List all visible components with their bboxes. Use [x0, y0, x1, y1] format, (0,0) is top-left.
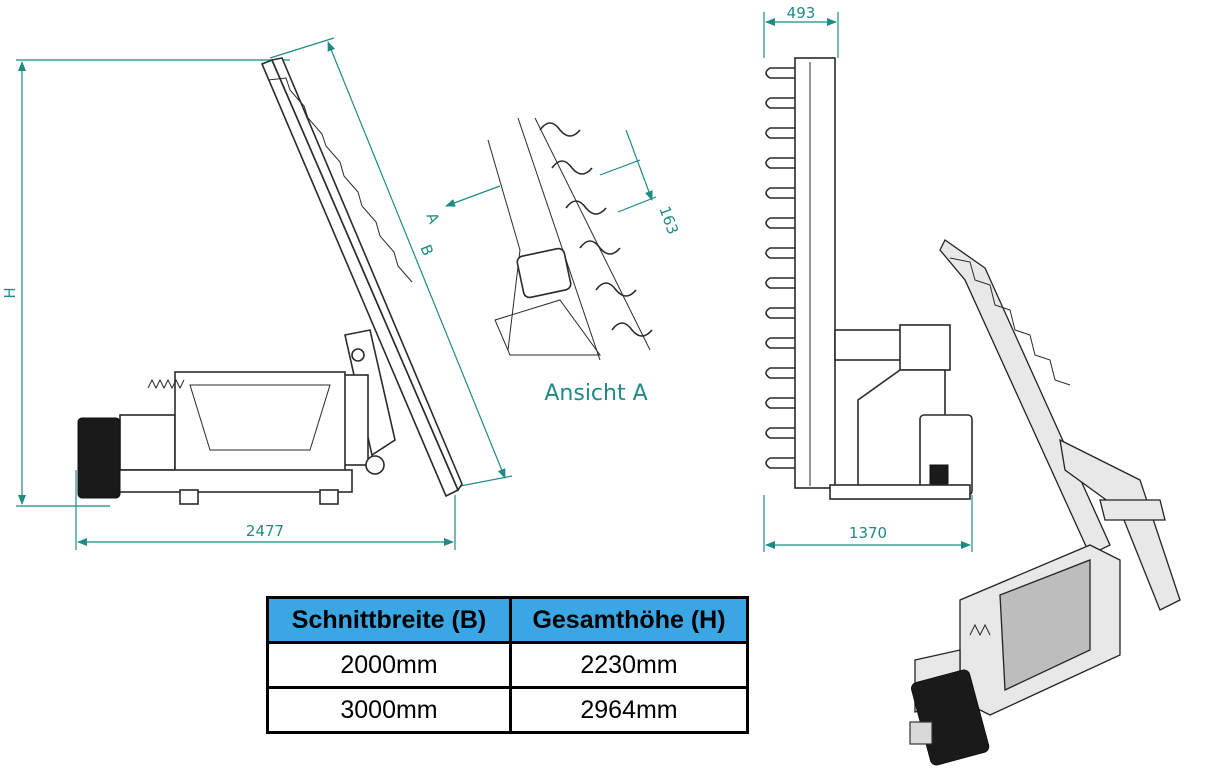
- cell-cut-width: 2000mm: [266, 641, 512, 689]
- cell-total-height: 2230mm: [509, 641, 749, 689]
- cell-total-height: 2964mm: [509, 686, 749, 734]
- header-cut-width: Schnittbreite (B): [266, 596, 512, 644]
- knife-fingers: [539, 122, 653, 337]
- table-header-row: Schnittbreite (B) Gesamthöhe (H): [266, 596, 749, 644]
- header-total-height: Gesamthöhe (H): [509, 596, 749, 644]
- iso-cutter-bar: [939, 239, 1111, 556]
- front-cutter-bar: [794, 57, 836, 489]
- isometric-view: [909, 239, 1181, 766]
- front-top-width-label: 493: [787, 4, 816, 22]
- table-row: 3000mm 2964mm: [266, 686, 749, 734]
- front-view: 493 1370: [763, 4, 973, 552]
- detail-view-a: 163 Ansicht A: [445, 117, 682, 406]
- side-view: H 2477 B A: [1, 37, 513, 550]
- cell-cut-width: 3000mm: [266, 686, 512, 734]
- view-a-marker: A: [422, 210, 443, 227]
- side-length-label: 2477: [246, 522, 284, 540]
- view-direction-arrow: [445, 185, 501, 207]
- gearbox: [77, 417, 121, 499]
- front-length-label: 1370: [849, 524, 887, 542]
- spec-table: Schnittbreite (B) Gesamthöhe (H) 2000mm …: [266, 596, 749, 734]
- height-dimension-label: H: [1, 287, 19, 298]
- detail-spacing-label: 163: [655, 204, 682, 237]
- table-row: 2000mm 2230mm: [266, 641, 749, 689]
- cut-width-dimension-line: [327, 41, 506, 479]
- cut-width-label: B: [416, 242, 437, 258]
- detail-view-label: Ansicht A: [544, 381, 647, 406]
